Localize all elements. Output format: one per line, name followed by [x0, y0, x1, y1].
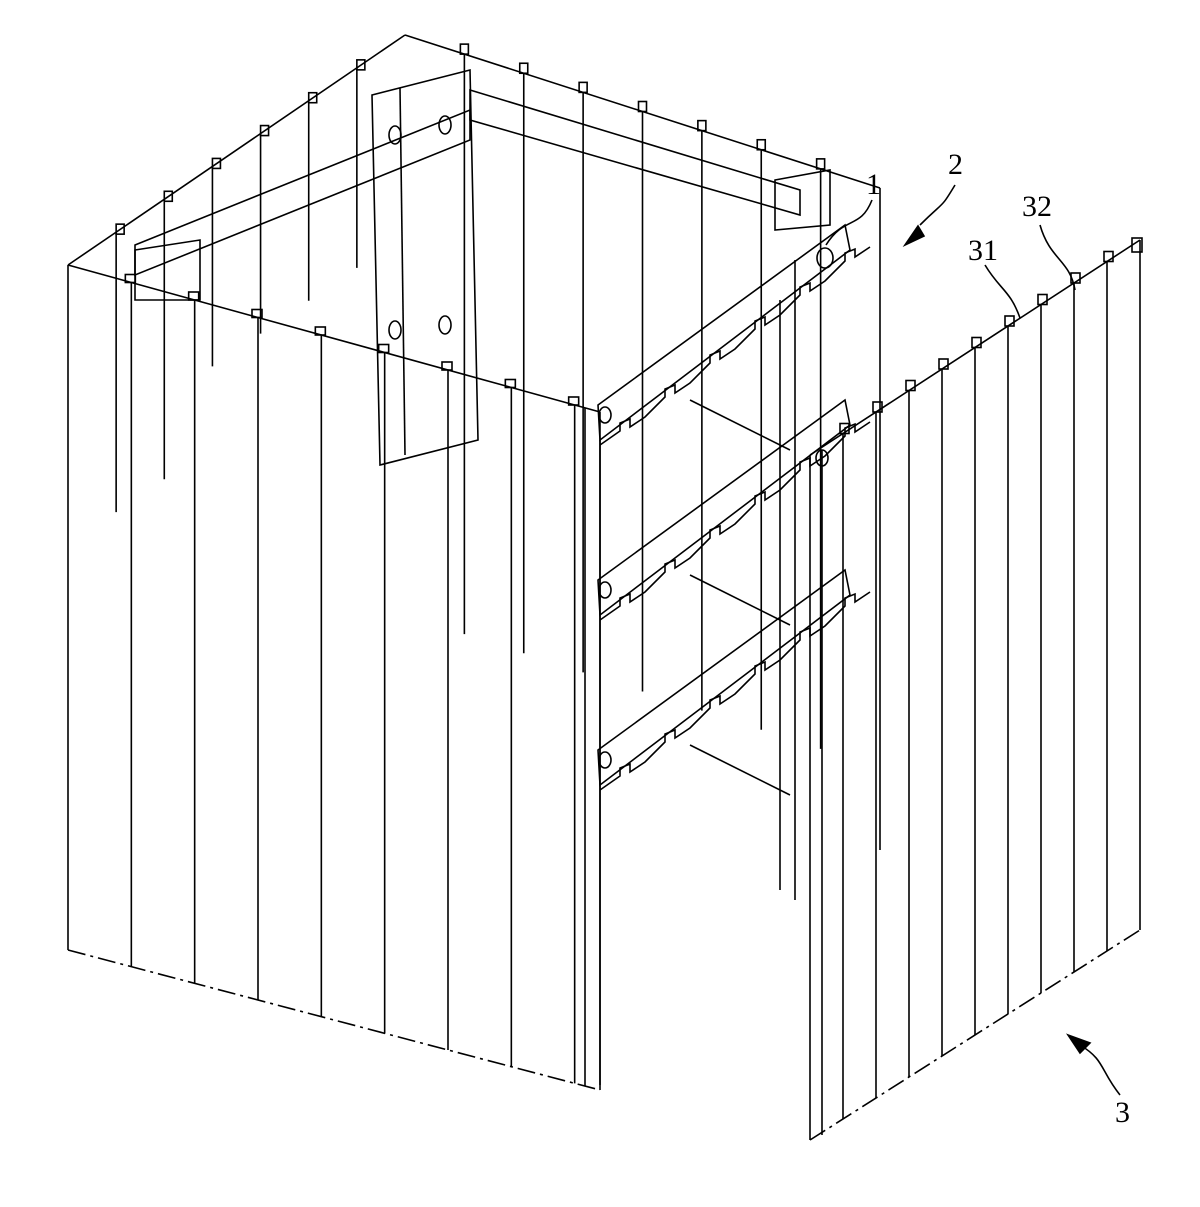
panel-clip	[567, 396, 580, 406]
leader-32	[1039, 224, 1076, 291]
cross-member	[689, 574, 791, 626]
leader-2	[919, 184, 956, 226]
panel-clip	[377, 343, 390, 354]
label-2: 2	[948, 148, 963, 181]
panel-clip	[1004, 315, 1015, 327]
side-beam	[597, 568, 851, 787]
panel-clip	[307, 91, 318, 104]
bolt	[816, 247, 834, 269]
left-wall-bottom-edge	[67, 949, 601, 1091]
right-wall-panel-3	[809, 237, 1143, 1141]
panel-clip	[756, 138, 767, 151]
bolt-hole	[438, 115, 452, 135]
beam-end-left	[134, 239, 201, 301]
panel-clip	[251, 308, 263, 319]
bolt-hole	[388, 320, 402, 340]
panel-clip	[441, 361, 453, 371]
cross-member	[689, 744, 791, 796]
bolt-hole	[438, 315, 452, 335]
panel-clip	[1131, 237, 1143, 253]
left-wall-panels	[67, 264, 601, 1091]
panel-clip	[1103, 250, 1114, 263]
panel-clip	[971, 336, 982, 349]
back-left-top-edge	[67, 34, 406, 266]
panel-clip	[356, 59, 366, 71]
hook-rail	[599, 591, 871, 791]
hook-rail	[599, 421, 871, 621]
steel-column	[371, 68, 479, 467]
panel-clip	[504, 378, 517, 389]
panel-clip	[637, 100, 648, 113]
panel-clip	[815, 158, 826, 170]
back-wall-panels	[67, 34, 881, 850]
panel-clip	[459, 43, 470, 55]
panel-clip	[259, 124, 270, 137]
side-beam	[597, 223, 851, 442]
inner-steel-frame	[134, 68, 871, 1085]
cross-member	[689, 399, 791, 451]
panel-clip	[872, 401, 883, 413]
panel-clip	[839, 422, 850, 435]
bolt	[598, 581, 612, 599]
side-beam	[597, 398, 851, 617]
panel-clip	[938, 358, 949, 370]
label-1: 1	[866, 168, 881, 201]
label-3: 3	[1115, 1096, 1130, 1129]
label-31: 31	[968, 234, 998, 267]
label-32: 32	[1022, 190, 1052, 223]
leader-3	[1079, 1044, 1121, 1096]
panel-clip	[1037, 293, 1048, 306]
bolt	[598, 406, 612, 424]
label-leaders	[825, 184, 1121, 1096]
panel-clip	[115, 223, 125, 235]
bolt-hole	[388, 125, 402, 145]
leader-1	[825, 199, 873, 246]
leader-31	[984, 264, 1021, 319]
edge-bolt	[815, 449, 829, 467]
panel-clip	[163, 190, 174, 203]
column-flange	[399, 87, 406, 456]
panel-clip	[314, 326, 327, 336]
panel-clip	[211, 157, 222, 170]
panel-clip	[905, 379, 916, 392]
bolt	[598, 751, 612, 769]
arrow-3	[1065, 1033, 1092, 1055]
arrow-2	[902, 224, 926, 247]
panel-clip	[578, 81, 588, 94]
panel-clip	[518, 62, 529, 75]
beam-end-right	[774, 169, 831, 231]
top-beam-back	[469, 88, 801, 217]
panel-clip	[697, 119, 707, 132]
top-beam-left	[134, 108, 471, 277]
left-wall-top-edge	[67, 264, 601, 413]
hook-rail	[599, 246, 871, 446]
